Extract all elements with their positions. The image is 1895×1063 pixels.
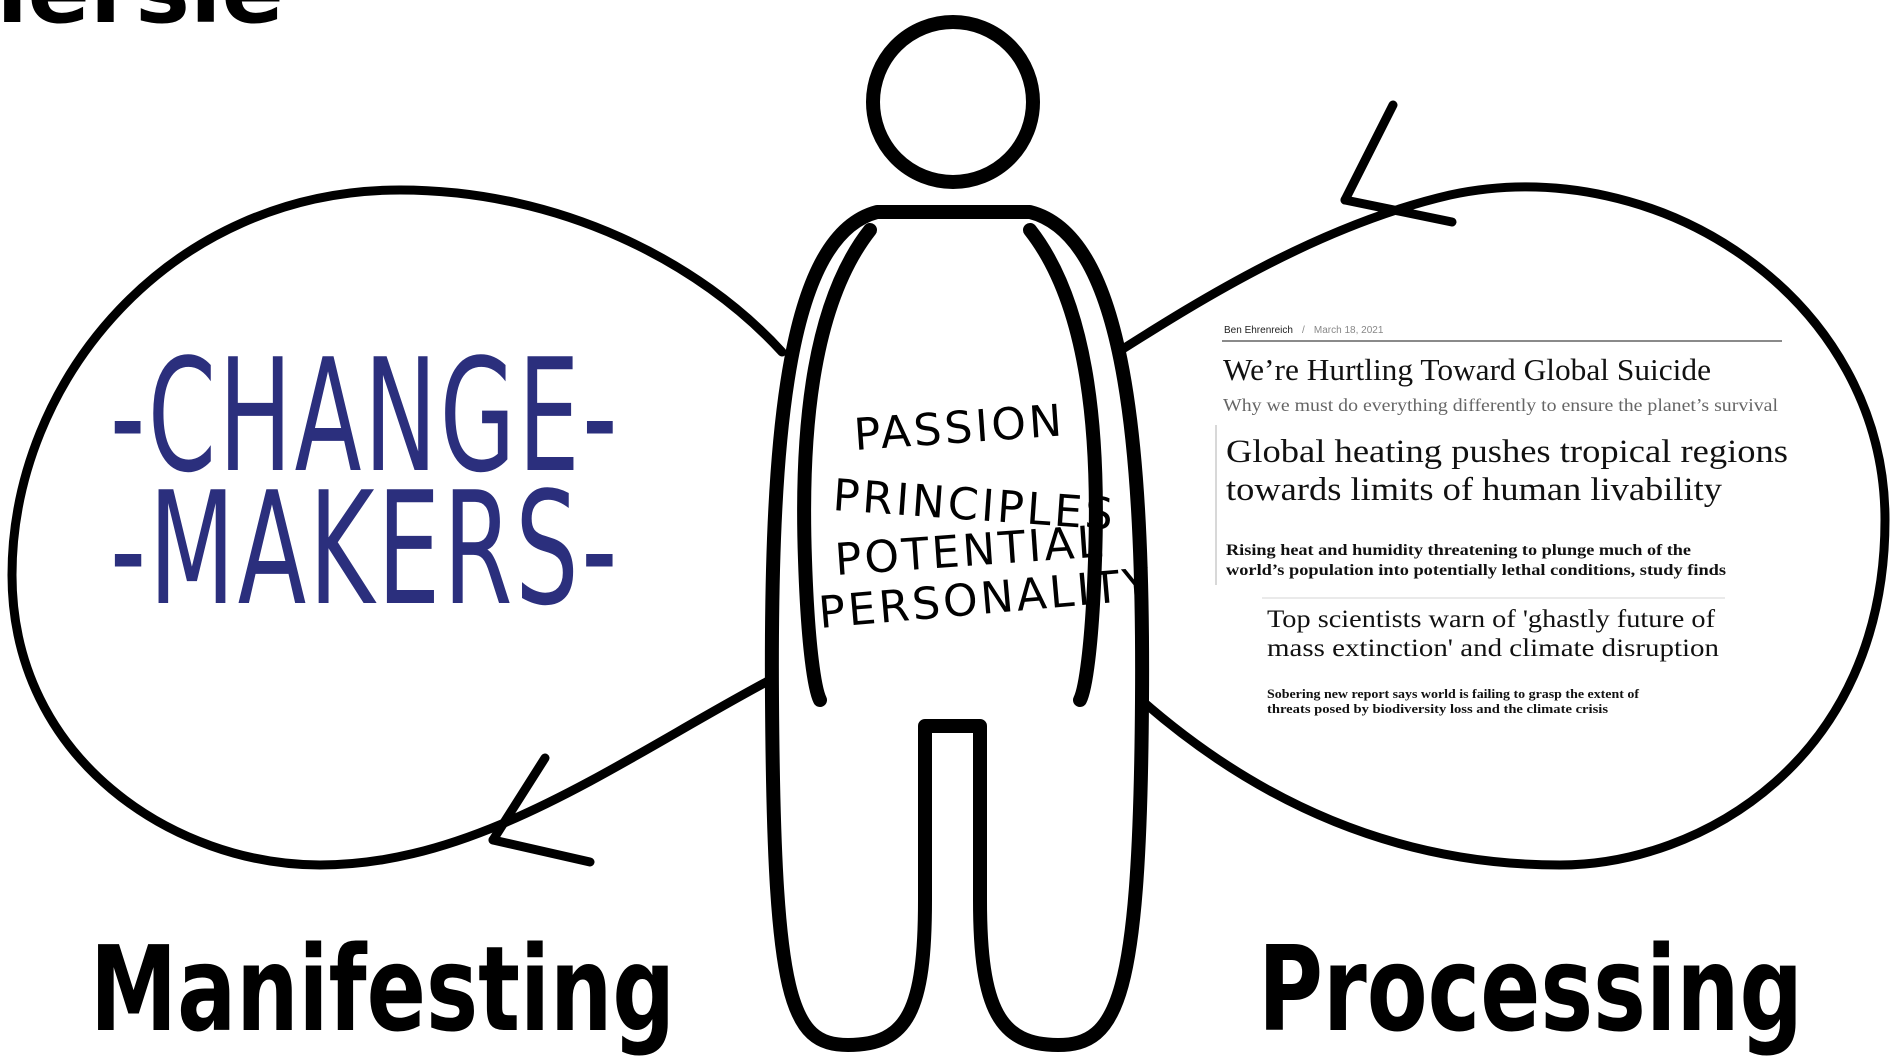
clipping-author: Ben Ehrenreich — [1224, 325, 1293, 336]
clipping-byline: Ben Ehrenreich / March 18, 2021 — [1224, 318, 1384, 337]
label-manifesting: Manifesting — [90, 920, 675, 1058]
right-loop-arrow-icon — [1340, 100, 1457, 227]
changemakers-line-2: -MAKERS- — [110, 458, 620, 640]
clipping-dek-2-line-2: world’s population into potentially leth… — [1226, 562, 1726, 579]
clipping-headline-1: We’re Hurtling Toward Global Suicide — [1223, 352, 1711, 387]
clipping-headline-3-line-2: mass extinction' and climate disruption — [1267, 635, 1720, 662]
clipping-dek-3-line-2: threats posed by biodiversity loss and t… — [1267, 702, 1608, 716]
left-loop-arrow-icon — [488, 753, 595, 867]
news-clipping: Ben Ehrenreich / March 18, 2021 We’re Hu… — [1215, 318, 1788, 716]
clipping-headline-2-line-1: Global heating pushes tropical regions — [1226, 434, 1788, 470]
clipping-headline-2-line-2: towards limits of human livability — [1226, 472, 1723, 508]
changemakers-logo: -CHANGE- -MAKERS- — [110, 325, 620, 640]
person-left-arm — [797, 223, 877, 707]
clipping-subhead-1: Why we must do everything differently to… — [1223, 395, 1778, 415]
person-head — [866, 15, 1040, 189]
title-fragment: nersie — [0, 0, 284, 44]
person-right-arm — [1023, 223, 1103, 707]
clipping-separator: / — [1302, 325, 1305, 336]
left-loop — [7, 185, 787, 870]
label-processing: Processing — [1258, 920, 1803, 1058]
clipping-date: March 18, 2021 — [1314, 325, 1384, 336]
person-body — [764, 205, 1150, 1052]
clipping-dek-2-line-1: Rising heat and humidity threatening to … — [1226, 542, 1691, 559]
clipping-dek-3-line-1: Sobering new report says world is failin… — [1267, 687, 1640, 701]
person-figure — [764, 15, 1150, 1052]
changemakers-line-1: -CHANGE- — [110, 325, 620, 507]
right-loop — [1113, 182, 1890, 870]
clipping-headline-3-line-1: Top scientists warn of 'ghastly future o… — [1267, 606, 1716, 633]
